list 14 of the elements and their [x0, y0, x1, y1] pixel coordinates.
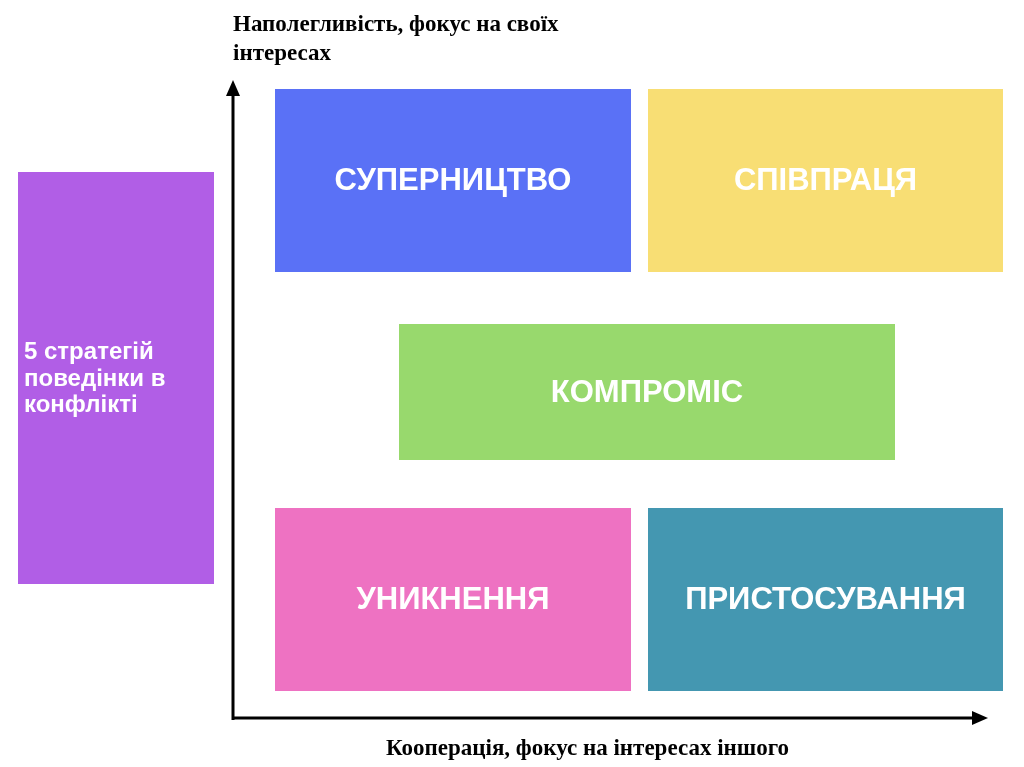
strategy-label: ПРИСТОСУВАННЯ [685, 582, 966, 617]
strategy-box [275, 508, 631, 691]
strategy-box [399, 324, 895, 460]
strategy-label: УНИКНЕННЯ [356, 582, 550, 617]
strategy-label: КОМПРОМІС [550, 374, 744, 410]
panel-title: 5 стратегій поведінки в конфлікті [24, 338, 167, 418]
axis-label: Кооперація, фокус на інтересах іншого [386, 734, 791, 762]
title-panel [18, 172, 214, 584]
strategy-box [275, 89, 631, 272]
strategy-box [648, 89, 1003, 272]
strategy-box [648, 508, 1003, 691]
strategy-label: СУПЕРНИЦТВО [334, 163, 572, 198]
strategy-label: СПІВПРАЦЯ [733, 163, 918, 198]
axis-label: Наполегливість, фокус на своїх інтересах [233, 10, 560, 67]
